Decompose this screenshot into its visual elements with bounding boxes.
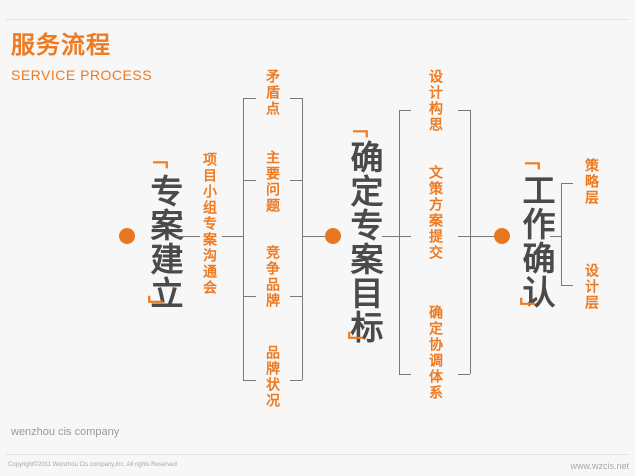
issues-bracket <box>243 98 244 380</box>
stage1-label: 专案建立 <box>145 174 184 310</box>
task-item: 确定协调体系 <box>427 305 443 401</box>
stage1-step: 项目小组专案沟通会 <box>201 152 217 296</box>
page-subtitle: SERVICE PROCESS <box>11 67 153 83</box>
stage2-label: 确定专案目标 <box>345 140 384 344</box>
tasks-tick <box>458 110 470 111</box>
stage2-connector <box>382 236 400 237</box>
level-item: 设计层 <box>583 263 599 311</box>
issue-item: 品牌状况 <box>264 345 280 409</box>
issues-tick <box>290 180 302 181</box>
issues-tick <box>243 380 256 381</box>
step-connector <box>222 236 244 237</box>
bottom-divider <box>6 454 629 455</box>
stage3-brace-top: ﹁ <box>520 148 540 172</box>
issues-tick <box>243 296 256 297</box>
levels-tick <box>561 183 573 184</box>
tasks-tick <box>399 374 411 375</box>
stage3-brace-bottom: ﹂ <box>520 296 540 320</box>
copyright-text: Copyright©2011 Wenzhou Cis company,Inc. … <box>8 462 177 468</box>
tasks-connector <box>470 236 495 237</box>
stage1-connector <box>176 236 200 237</box>
stage3-connector <box>550 236 562 237</box>
stage1-brace-top: ﹁ <box>148 147 168 171</box>
stage2-brace-bottom: ﹂ <box>348 330 368 354</box>
issues-bracket-right <box>302 98 303 380</box>
issues-connector <box>302 236 326 237</box>
tasks-bracket-right <box>470 110 471 374</box>
tasks-tick <box>399 110 411 111</box>
tasks-tick <box>458 374 470 375</box>
tasks-bracket <box>399 110 400 374</box>
stage2-brace-top: ﹁ <box>348 116 368 140</box>
issues-tick <box>290 296 302 297</box>
page-title: 服务流程 <box>11 31 111 59</box>
tasks-tick <box>399 236 411 237</box>
stage3-label: 工作确认 <box>517 173 556 309</box>
issues-tick <box>243 180 256 181</box>
tasks-tick <box>458 236 470 237</box>
issue-item: 主要问题 <box>264 150 280 214</box>
level-item: 策略层 <box>583 158 599 206</box>
top-divider <box>6 19 629 20</box>
task-item: 文策方案提交 <box>427 165 443 261</box>
issues-tick <box>243 98 256 99</box>
issues-tick <box>290 380 302 381</box>
company-name: wenzhou cis company <box>11 426 120 438</box>
issue-item: 竞争品牌 <box>264 245 280 309</box>
stage1-brace-bottom: ﹂ <box>148 294 168 318</box>
issue-item: 矛盾点 <box>264 69 280 117</box>
issues-tick <box>290 98 302 99</box>
task-item: 设计构思 <box>427 69 443 133</box>
stage2-dot <box>325 228 341 244</box>
stage1-dot <box>119 228 135 244</box>
levels-tick <box>561 285 573 286</box>
website-link[interactable]: www.wzcis.net <box>570 461 629 471</box>
levels-bracket <box>561 183 562 285</box>
stage3-dot <box>494 228 510 244</box>
